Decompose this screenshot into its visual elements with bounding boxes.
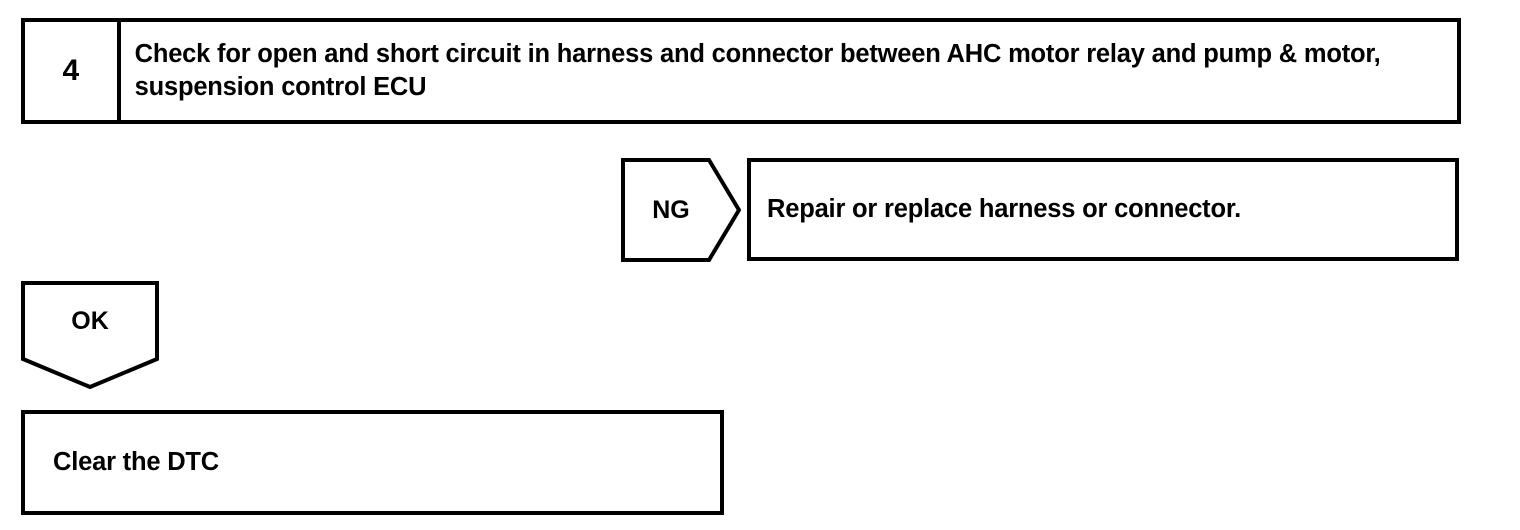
step-row: 4 Check for open and short circuit in ha… <box>21 18 1461 124</box>
step-instruction-cell: Check for open and short circuit in harn… <box>121 22 1457 120</box>
ng-result-box: Repair or replace harness or connector. <box>747 158 1459 261</box>
step-instruction-text: Check for open and short circuit in harn… <box>134 40 1381 101</box>
ok-result-text: Clear the DTC <box>53 447 220 476</box>
ok-branch-arrow-icon <box>21 281 159 389</box>
ng-branch-arrow-icon <box>621 158 741 262</box>
step-number-cell: 4 <box>25 22 121 120</box>
step-number: 4 <box>62 54 80 87</box>
ok-result-box: Clear the DTC <box>21 410 724 515</box>
ng-result-text: Repair or replace harness or connector. <box>767 194 1242 223</box>
